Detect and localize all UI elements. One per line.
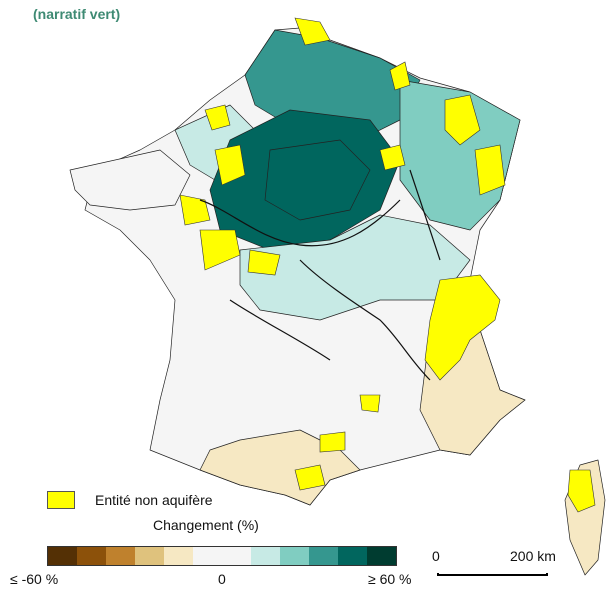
yellow-patch — [247, 249, 281, 276]
ramp-cell — [48, 547, 77, 565]
scale-bar — [437, 573, 548, 576]
yellow-patch — [204, 104, 231, 131]
yellow-patch — [424, 274, 501, 381]
ramp-tick-min: ≤ -60 % — [10, 571, 59, 587]
yellow-patch — [199, 229, 241, 271]
yellow-patch — [444, 94, 481, 146]
region-paris-core — [264, 139, 371, 221]
ramp-cell — [309, 547, 338, 565]
yellow-patch — [389, 61, 411, 91]
yellow-patch — [179, 194, 211, 226]
yellow-patch — [294, 17, 331, 46]
scale-end-label: 200 km — [510, 548, 556, 564]
ramp-cell — [106, 547, 135, 565]
yellow-patch — [474, 144, 506, 196]
ramp-cell — [164, 547, 193, 565]
ramp-cell — [222, 547, 251, 565]
yellow-patch — [359, 394, 381, 413]
region-brittany — [69, 149, 191, 211]
ramp-cell — [367, 547, 396, 565]
ramp-tick-mid: 0 — [218, 571, 226, 587]
scale-start-label: 0 — [432, 548, 440, 564]
ramp-cell — [77, 547, 106, 565]
legend-non-aquifer-swatch — [47, 491, 75, 509]
map-title: (narratif vert) — [33, 6, 121, 22]
ramp-cell — [251, 547, 280, 565]
yellow-patch — [319, 431, 346, 453]
ramp-cell — [280, 547, 309, 565]
yellow-patch — [379, 144, 406, 171]
yellow-patch — [294, 464, 326, 491]
ramp-tick-max: ≥ 60 % — [368, 571, 412, 587]
legend-change-title: Changement (%) — [153, 517, 259, 533]
ramp-cell — [193, 547, 222, 565]
yellow-patch — [567, 469, 596, 513]
ramp-cell — [338, 547, 367, 565]
color-ramp — [47, 546, 397, 566]
region-east — [399, 79, 521, 231]
legend-non-aquifer-label: Entité non aquifère — [95, 492, 213, 508]
ramp-cell — [135, 547, 164, 565]
yellow-patch — [214, 144, 246, 186]
